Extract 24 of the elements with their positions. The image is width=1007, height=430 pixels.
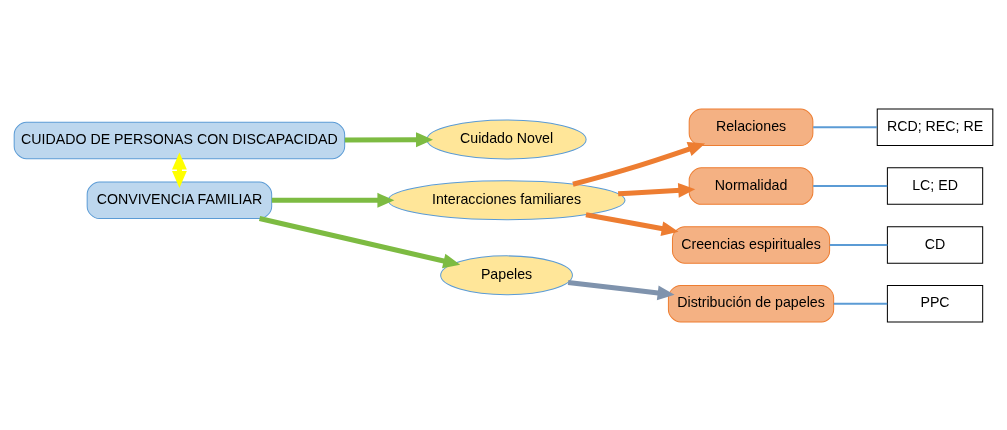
node-box: Normalidad (688, 166, 814, 205)
node-box: Distribución de papeles (667, 284, 835, 322)
connector (813, 184, 888, 187)
arrow (585, 211, 679, 236)
node-box: RCD; REC; RE (876, 108, 994, 146)
node-box: CD (886, 225, 984, 264)
arrow (344, 131, 433, 147)
arrow (271, 192, 395, 208)
node-ellipse: Interacciones familiares (387, 179, 626, 220)
arrow (572, 141, 706, 187)
connector (833, 302, 888, 305)
node-ellipse: Cuidado Novel (426, 119, 587, 159)
node-box: LC; ED (886, 166, 984, 205)
connector (813, 125, 878, 128)
node-box: PPC (886, 284, 984, 322)
node-box: Creencias espirituales (671, 225, 831, 264)
node-box: CUIDADO DE PERSONAS CON DISCAPACIDAD (13, 121, 346, 159)
arrow (567, 279, 675, 300)
arrow (172, 151, 187, 188)
arrow (618, 182, 696, 198)
node-box: CONVIVENCIA FAMILIAR (86, 181, 273, 219)
connector (829, 243, 888, 246)
node-box: Relaciones (688, 108, 814, 146)
arrow (259, 215, 461, 268)
